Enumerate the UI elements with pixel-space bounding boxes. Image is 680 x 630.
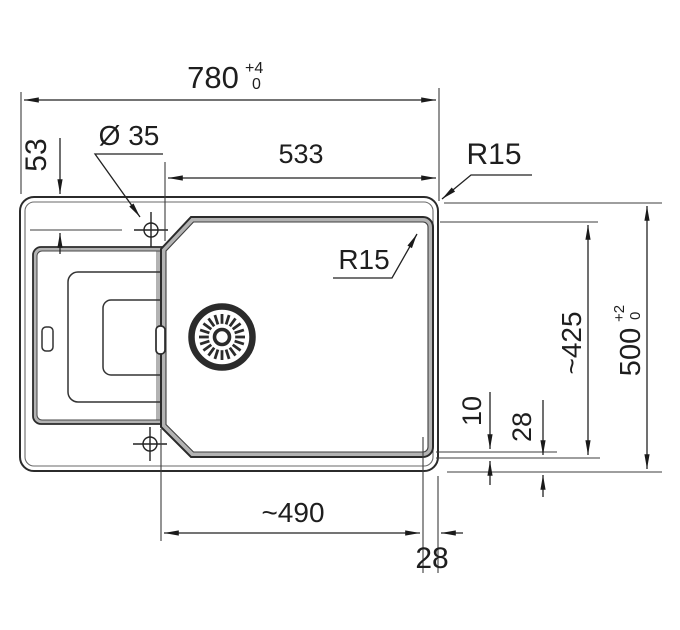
label-outer-corner-radius: R15 (466, 138, 521, 171)
label-edge-gap-right: 28 (507, 412, 537, 442)
leader-outer-radius (441, 174, 532, 200)
label-tap-hole-diameter: Ø 35 (99, 120, 160, 151)
bowl-edge-tab (155, 325, 166, 355)
label-bowl-corner-radius: R15 (338, 244, 389, 275)
drainboard (32, 246, 177, 425)
label-tap-hole-offset: 53 (20, 138, 53, 171)
tap-hole-marker-top (134, 212, 168, 247)
label-bowl-inner-depth: ~425 (556, 311, 587, 374)
label-overall-width-tol-plus: +4 (245, 60, 263, 77)
label-edge-gap-bottom: 28 (415, 542, 448, 575)
label-overall-width-tol-minus: 0 (252, 76, 261, 93)
label-overall-depth-tol-plus: +2 (611, 305, 628, 322)
dimension-lines (23, 97, 650, 536)
label-bowl-bottom-length: ~490 (261, 497, 324, 528)
dimension-labels: 780 +4 0 Ø 35 53 533 R15 R15 ~425 500 +2… (20, 60, 647, 575)
main-bowl (155, 216, 434, 458)
label-overall-depth: 500 (615, 328, 647, 376)
drain-strainer (188, 303, 256, 371)
leader-bowl-radius (333, 233, 418, 279)
drainboard-slot (41, 326, 54, 352)
label-overall-depth-tol-minus: 0 (627, 312, 644, 320)
label-rim-offset-right: 10 (457, 396, 487, 426)
leader-tap-hole (93, 153, 163, 218)
label-overall-width: 780 (187, 60, 239, 95)
extension-lines (20, 88, 662, 573)
label-bowl-cutout-width: 533 (278, 139, 323, 169)
